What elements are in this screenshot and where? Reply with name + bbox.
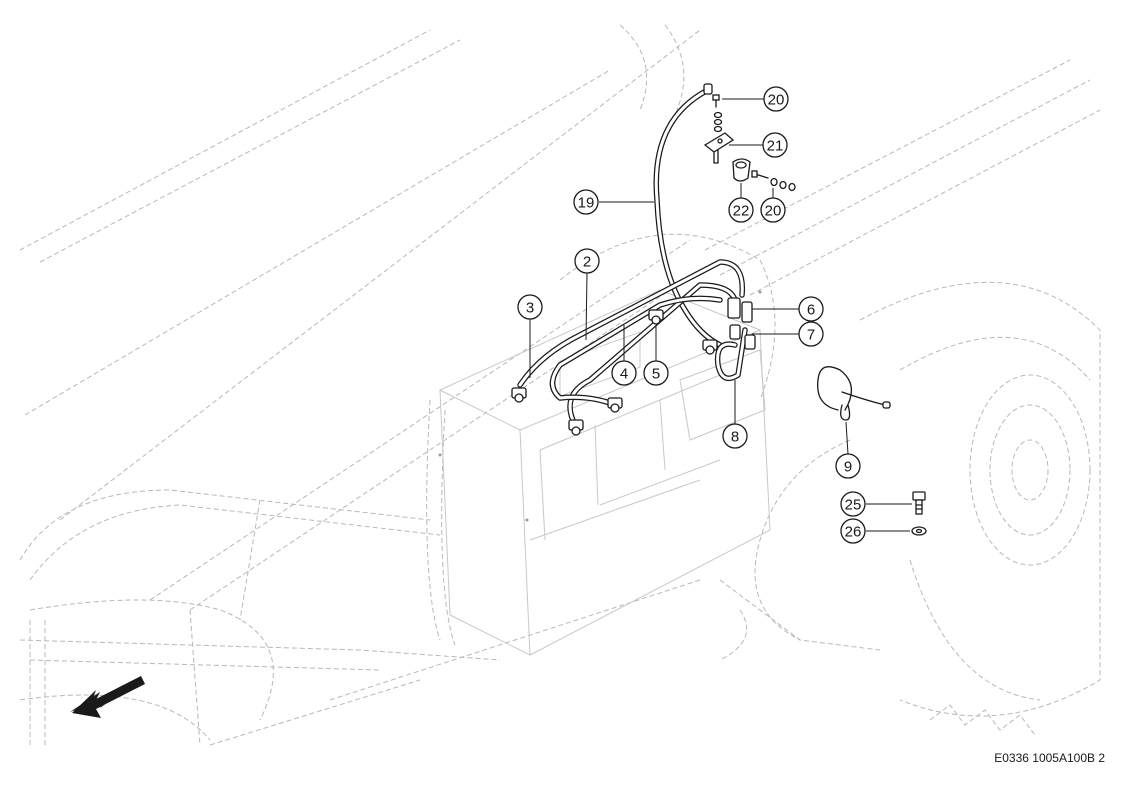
callout-19: 19 [573,189,599,215]
callout-label: 26 [845,524,862,541]
callout-20-bottom: 20 [760,197,786,223]
callout-26: 26 [840,518,866,544]
hardware-parts [703,83,927,536]
callout-label: 7 [807,327,815,344]
leader-lines [529,98,912,532]
callout-label: 21 [767,138,784,155]
callout-label: 3 [526,300,534,317]
callout-22: 22 [728,197,754,223]
callout-label: 5 [652,366,660,383]
callout-3: 3 [517,294,543,320]
terminal-clamp [729,324,756,350]
front-direction-arrow-icon [70,676,145,718]
callout-6: 6 [798,296,824,322]
battery-box [438,289,771,656]
callout-label: 4 [620,366,628,383]
callout-25: 25 [840,491,866,517]
callout-label: 2 [583,254,591,271]
drawing-reference-code: E0336 1005A100B 2 [994,751,1105,765]
callout-20-top: 20 [763,86,789,112]
callout-2: 2 [574,248,600,274]
callout-4: 4 [611,360,637,386]
battery-cables [517,87,886,428]
callout-9: 9 [835,453,861,479]
callout-label: 22 [733,203,750,220]
callout-7: 7 [798,321,824,347]
callout-8: 8 [722,423,748,449]
terminal-clamp [727,297,753,323]
callout-21: 21 [762,132,788,158]
callout-label: 20 [768,92,785,109]
callout-label: 6 [807,302,815,319]
callout-label: 9 [844,459,852,476]
terminal-clamp [702,339,718,355]
callout-label: 25 [845,497,862,514]
terminal-clamp [607,397,623,413]
terminal-clamp [648,309,664,325]
callout-5: 5 [643,360,669,386]
battery-terminals [511,297,891,436]
terminal-clamp [511,387,527,403]
callout-label: 19 [578,195,595,212]
terminal-clamp [568,419,584,436]
callout-label: 20 [765,203,782,220]
callout-label: 8 [731,429,739,446]
